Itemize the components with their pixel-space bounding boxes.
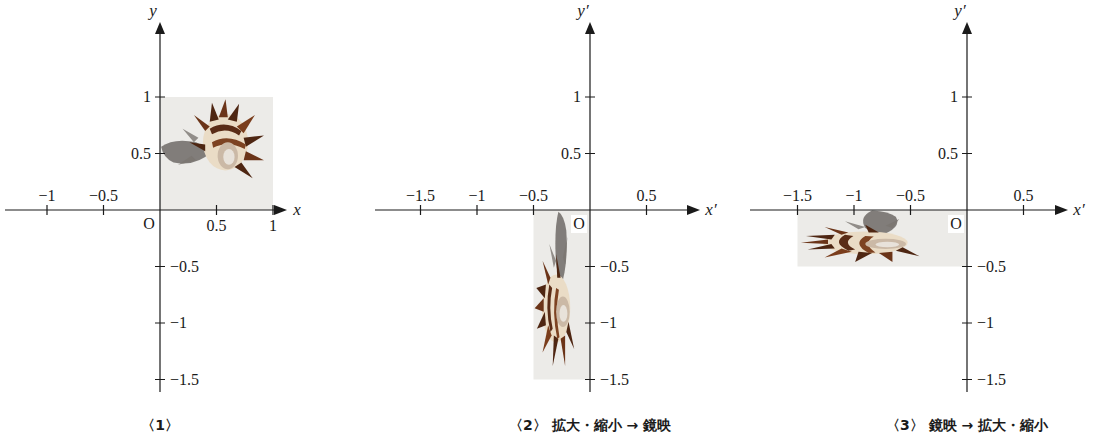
tick-label: 1	[950, 88, 958, 106]
tick-marks	[421, 97, 647, 380]
axis-label: x	[293, 201, 301, 220]
tick-label: −1	[977, 314, 994, 332]
tick-label: −1	[170, 314, 187, 332]
tick-label: −1	[38, 187, 55, 205]
tick-label: −0.5	[170, 258, 199, 276]
tick-label: −1	[468, 187, 485, 205]
tick-marks	[798, 97, 1024, 380]
origin-label: O	[948, 215, 964, 233]
arrowhead	[155, 22, 165, 34]
tick-label: −1.5	[406, 187, 435, 205]
axis-line	[750, 32, 1057, 392]
tick-label: 0.5	[131, 145, 151, 163]
tick-label: −0.5	[89, 187, 118, 205]
axes	[5, 32, 1057, 392]
axis-label: y	[149, 2, 157, 21]
tick-label: −1.5	[170, 371, 199, 389]
axis-line	[375, 32, 689, 392]
tick-marks	[47, 97, 273, 380]
axis-label: y′	[577, 2, 588, 21]
tick-label: 0.5	[938, 145, 958, 163]
tick-label: −0.5	[519, 187, 548, 205]
arrowhead	[585, 22, 595, 34]
tick-label: −0.5	[600, 258, 629, 276]
panel-caption: 〈1〉	[141, 418, 179, 433]
tick-label: 0.5	[561, 145, 581, 163]
tick-label: −0.5	[977, 258, 1006, 276]
tick-label: −0.5	[896, 187, 925, 205]
tick-label: 1	[143, 88, 151, 106]
origin-label: O	[141, 215, 157, 233]
tick-label: −1.5	[600, 371, 629, 389]
axis-label: x′	[1073, 201, 1084, 220]
arrowhead	[1055, 205, 1068, 215]
tick-label: −1	[600, 314, 617, 332]
shell-photo	[160, 97, 273, 210]
tick-label: 1	[573, 88, 581, 106]
arrowhead	[274, 205, 287, 215]
axis-label: x′	[705, 201, 716, 220]
tick-label: 0.5	[637, 187, 657, 205]
tick-label: −1	[845, 187, 862, 205]
tick-label: 0.5	[207, 217, 227, 235]
tick-label: −1.5	[783, 187, 812, 205]
arrowhead	[962, 22, 972, 34]
shell-photo	[534, 210, 591, 380]
arrowhead	[687, 205, 700, 215]
tick-label: 0.5	[1014, 187, 1034, 205]
panel-caption: 〈2〉 拡大・縮小 → 鏡映	[509, 418, 671, 433]
tick-label: 1	[269, 217, 277, 235]
panel-caption: 〈3〉 鏡映 → 拡大・縮小	[886, 418, 1048, 433]
arrowheads	[155, 22, 1068, 215]
tick-label: −1.5	[977, 371, 1006, 389]
axis-label: y′	[954, 2, 965, 21]
axis-line	[5, 32, 276, 392]
origin-label: O	[571, 215, 587, 233]
shell-photo	[798, 210, 968, 267]
